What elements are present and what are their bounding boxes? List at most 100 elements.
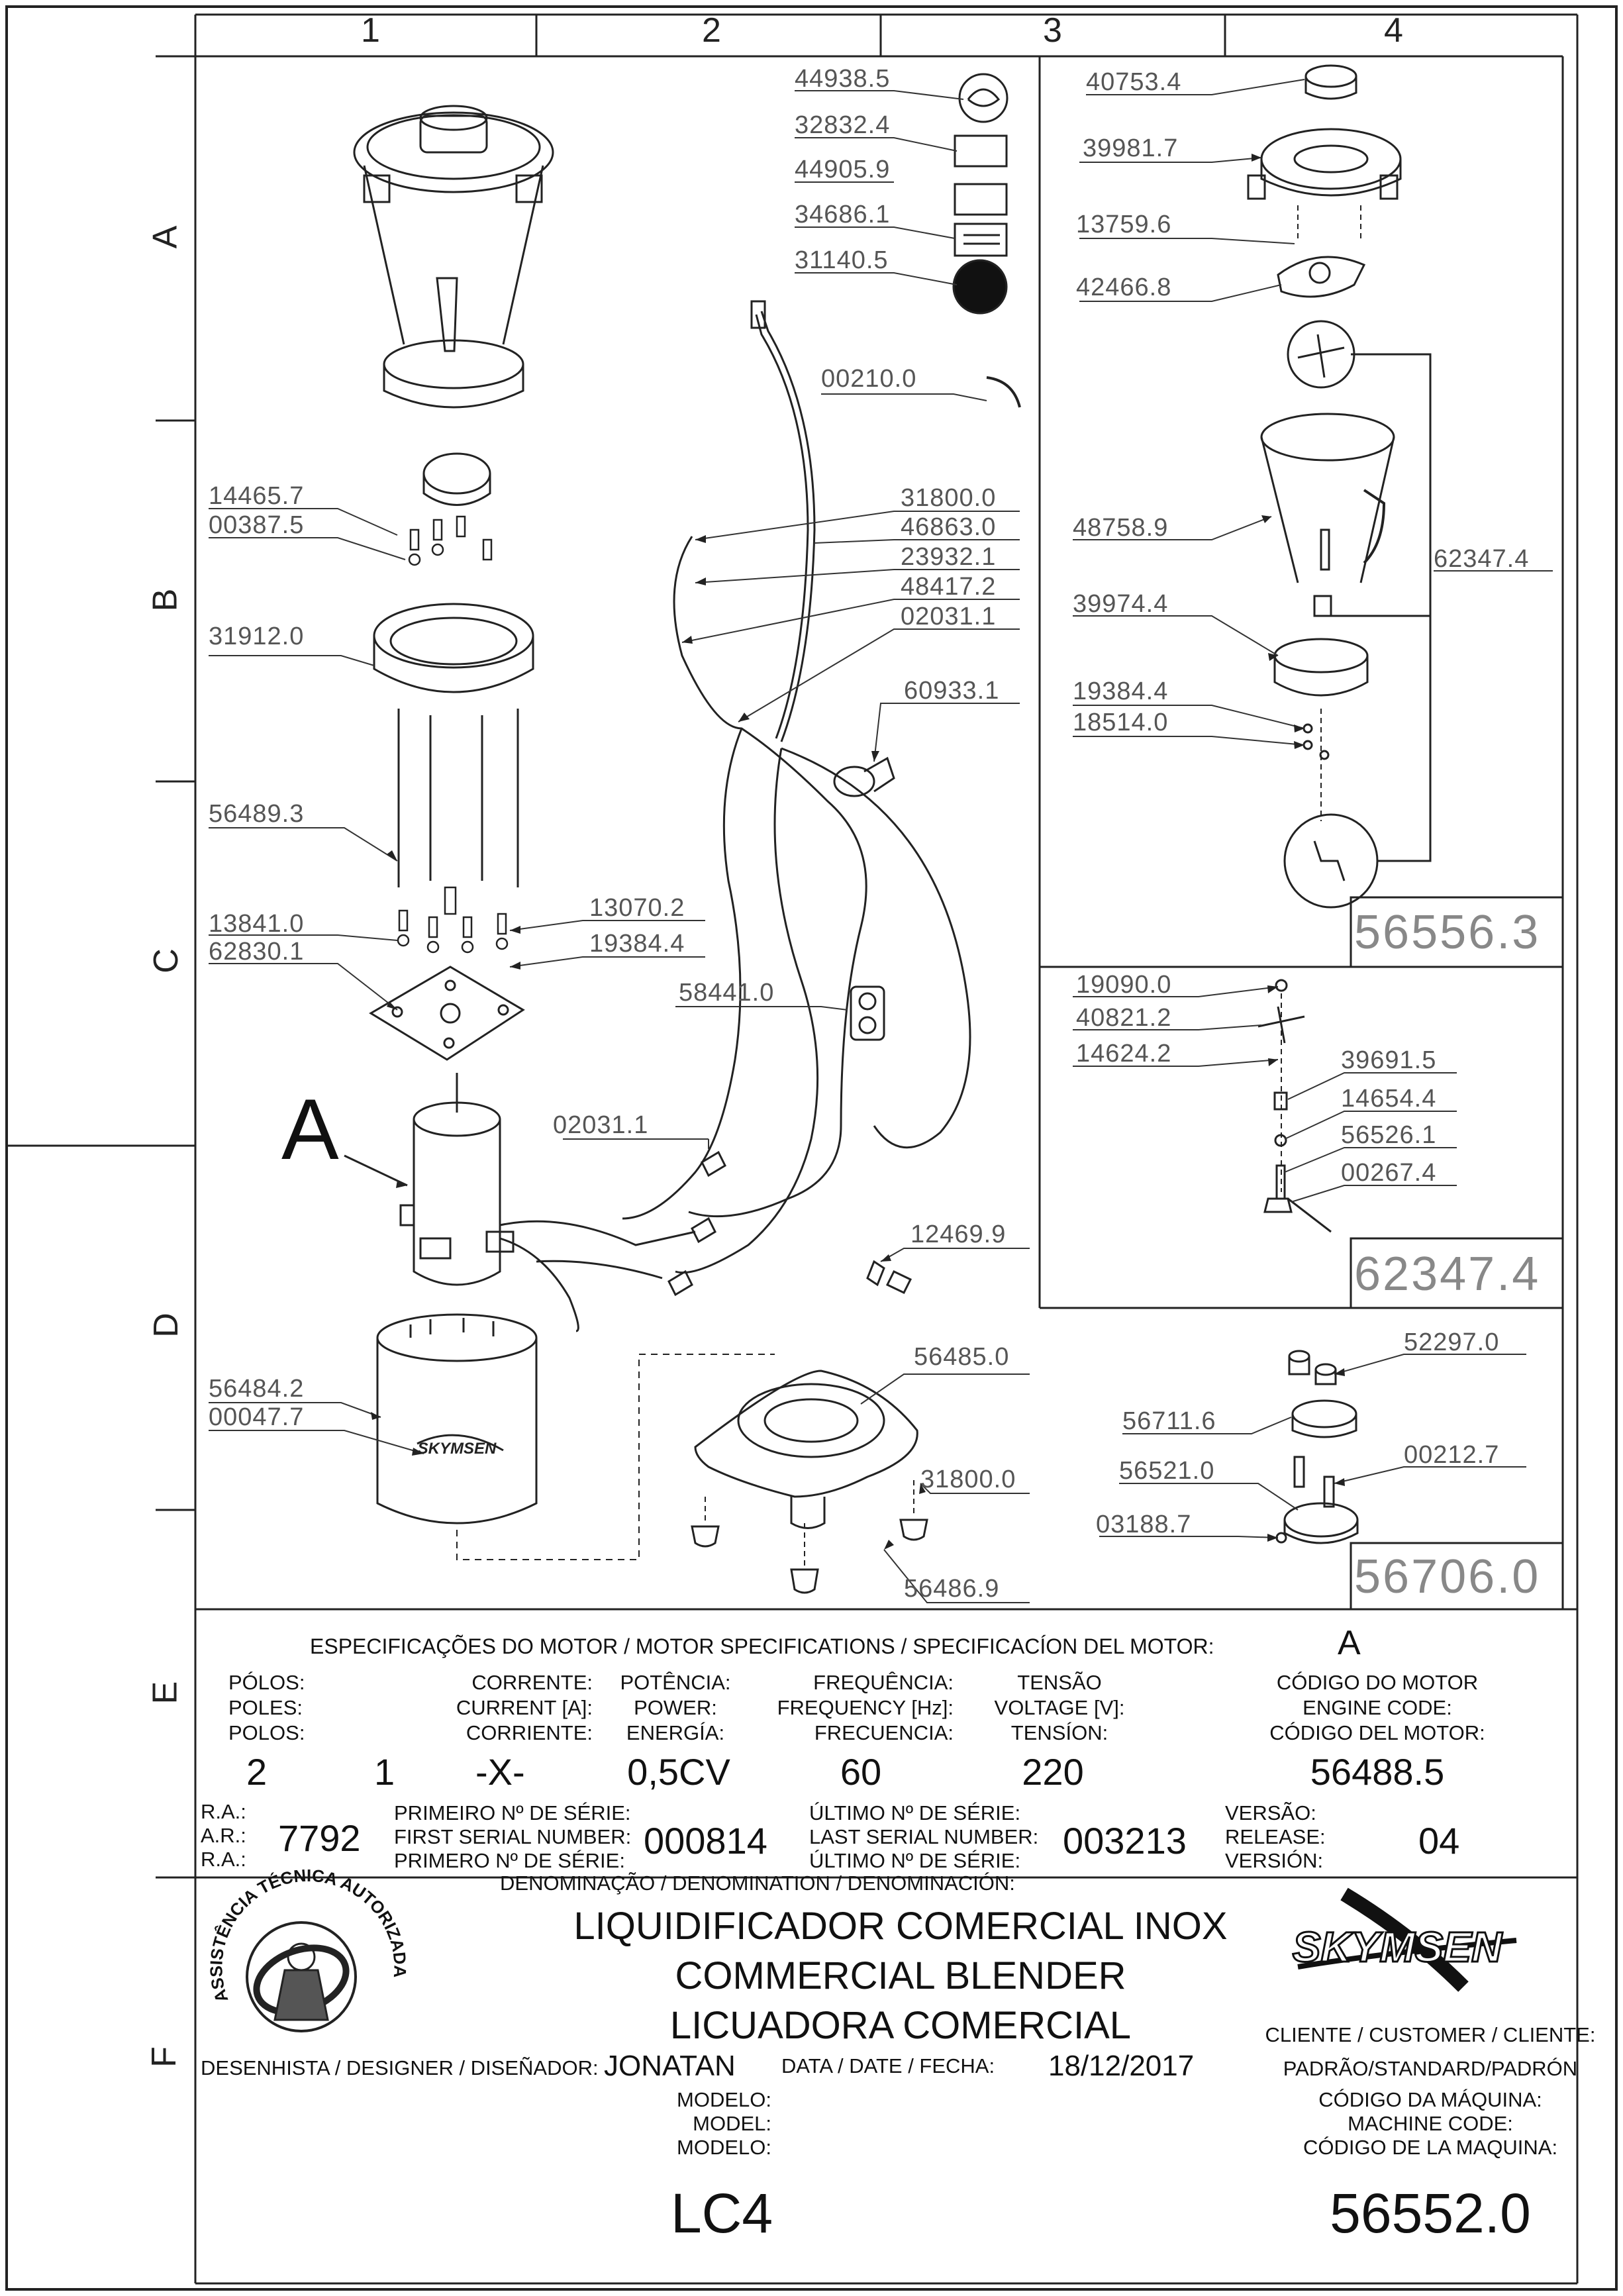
grid-row-a: A [146, 225, 185, 249]
part-60933: 60933.1 [904, 677, 1000, 705]
power-label-en: POWER: [634, 1696, 717, 1719]
machine-label-es: CÓDIGO DE LA MAQUINA: [1303, 2136, 1558, 2159]
engine-label-es: CÓDIGO DEL MOTOR: [1269, 1721, 1485, 1744]
first-serial-value: 000814 [644, 1820, 767, 1862]
machine-code-value: 56552.0 [1330, 2182, 1531, 2244]
part-13759: 13759.6 [1076, 211, 1172, 238]
part-00387: 00387.5 [209, 511, 305, 539]
product-name-es: LICUADORA COMERCIAL [669, 2004, 1132, 2047]
part-56521: 56521.0 [1119, 1457, 1215, 1485]
part-48417: 48417.2 [901, 573, 997, 601]
current-label-en: CURRENT [A]: [456, 1696, 593, 1719]
assembly-56706: 56706.0 [1354, 1550, 1541, 1603]
grid-row-d: D [146, 1313, 185, 1338]
part-39691: 39691.5 [1341, 1046, 1437, 1074]
frequency-label-es: FRECUENCIA: [814, 1721, 954, 1744]
housing-brand-mark: SKYMSEN [418, 1440, 497, 1458]
part-56484: 56484.2 [209, 1375, 305, 1403]
voltage-value: 220 [1022, 1751, 1084, 1793]
grid-row-c: C [146, 948, 185, 973]
part-14465: 14465.7 [209, 482, 305, 510]
part-03188: 03188.7 [1096, 1511, 1192, 1538]
part-02031-motor: 02031.1 [553, 1111, 649, 1139]
part-46863: 46863.0 [901, 513, 997, 541]
part-31912: 31912.0 [209, 623, 305, 650]
service-seal: ASSISTÊNCIA TÉCNICA AUTORIZADA [206, 1866, 411, 2032]
part-19384-plate: 19384.4 [589, 930, 685, 958]
denomination-header: DENOMINAÇÃO / DENOMINATION / DENOMINACIÓ… [500, 1872, 1015, 1895]
company-logo: SKYMSEN [1291, 1887, 1517, 1992]
blade-assembly [1257, 979, 1332, 1233]
leader-lines [209, 79, 1553, 1603]
frequency-label-pt: FREQUÊNCIA: [813, 1671, 954, 1694]
part-56489: 56489.3 [209, 800, 305, 828]
current-label-pt: CORRENTE: [471, 1671, 593, 1694]
date-value: 18/12/2017 [1048, 2050, 1195, 2082]
client-label: CLIENTE / CUSTOMER / CLIENTE: [1265, 2023, 1596, 2046]
current-value: 1 [374, 1751, 395, 1793]
part-14654: 14654.4 [1341, 1085, 1437, 1113]
part-13841: 13841.0 [209, 910, 305, 938]
ra-value: 7792 [278, 1817, 361, 1859]
designer-label: DESENHISTA / DESIGNER / DISEÑADOR: [201, 2056, 599, 2079]
engine-label-pt: CÓDIGO DO MOTOR [1276, 1671, 1479, 1694]
current-label-es: CORRIENTE: [466, 1721, 593, 1744]
part-32832: 32832.4 [795, 111, 891, 139]
frequency-value: 60 [840, 1751, 882, 1793]
voltage-label-en: VOLTAGE [V]: [994, 1696, 1125, 1719]
part-52297: 52297.0 [1404, 1328, 1500, 1356]
motor-callout-leader [344, 1154, 408, 1187]
first-serial-label-es: PRIMERO Nº DE SÉRIE: [394, 1849, 625, 1872]
model-label-en: MODEL: [693, 2112, 771, 2135]
machine-label-en: MACHINE CODE: [1348, 2112, 1513, 2135]
part-00047: 00047.7 [209, 1403, 305, 1431]
part-23932: 23932.1 [901, 543, 997, 571]
last-serial-label-es: ÚLTIMO Nº DE SÉRIE: [809, 1849, 1021, 1872]
assembly-62347: 62347.4 [1354, 1248, 1541, 1301]
ra-label-es: R.A.: [201, 1848, 246, 1871]
last-serial-label-pt: ÚLTIMO Nº DE SÉRIE: [809, 1801, 1021, 1824]
part-31140: 31140.5 [795, 246, 889, 274]
date-label: DATA / DATE / FECHA: [781, 2054, 995, 2077]
logo-wordmark: SKYMSEN [1293, 1923, 1503, 1971]
part-56485: 56485.0 [914, 1343, 1010, 1371]
current-value-alt: -X- [475, 1751, 525, 1793]
labels-and-cable [499, 73, 1021, 1594]
poles-label-es: POLOS: [228, 1721, 305, 1744]
machine-label-pt: CÓDIGO DA MÁQUINA: [1318, 2088, 1542, 2111]
part-31800-base: 31800.0 [920, 1466, 1016, 1493]
jar-assembly [353, 105, 775, 1560]
first-serial-label-en: FIRST SERIAL NUMBER: [394, 1825, 632, 1848]
jar-top-assembly [1247, 64, 1432, 909]
part-19384-jar: 19384.4 [1073, 677, 1169, 705]
grid-row-f: F [144, 2046, 183, 2068]
part-42466: 42466.8 [1076, 274, 1172, 301]
grid-col-4: 4 [1384, 11, 1403, 50]
release-label-pt: VERSÃO: [1225, 1801, 1316, 1824]
part-62347-ref: 62347.4 [1434, 545, 1530, 573]
model-value: LC4 [670, 2182, 773, 2244]
part-56486: 56486.9 [904, 1575, 1000, 1603]
leader-arrows [371, 154, 1345, 1550]
part-62830: 62830.1 [209, 938, 305, 966]
part-48758: 48758.9 [1073, 514, 1169, 542]
part-40821: 40821.2 [1076, 1004, 1172, 1032]
coupling-assembly [1275, 1350, 1359, 1544]
product-name-en: COMMERCIAL BLENDER [675, 1954, 1126, 1997]
last-serial-value: 003213 [1063, 1820, 1187, 1862]
power-label-es: ENERGÍA: [626, 1721, 725, 1744]
part-56711: 56711.6 [1122, 1407, 1216, 1435]
engine-code-value: 56488.5 [1310, 1751, 1445, 1793]
part-02031-cable: 02031.1 [901, 603, 997, 630]
grid-col-3: 3 [1043, 11, 1062, 50]
part-00210: 00210.0 [821, 365, 917, 393]
frame [5, 5, 1618, 2291]
power-label-pt: POTÊNCIA: [620, 1671, 731, 1694]
part-13070: 13070.2 [589, 894, 685, 922]
part-14624: 14624.2 [1076, 1040, 1172, 1068]
part-00267: 00267.4 [1341, 1159, 1437, 1187]
client-value: PADRÃO/STANDARD/PADRÓN [1283, 2057, 1578, 2080]
part-18514: 18514.0 [1073, 709, 1169, 736]
